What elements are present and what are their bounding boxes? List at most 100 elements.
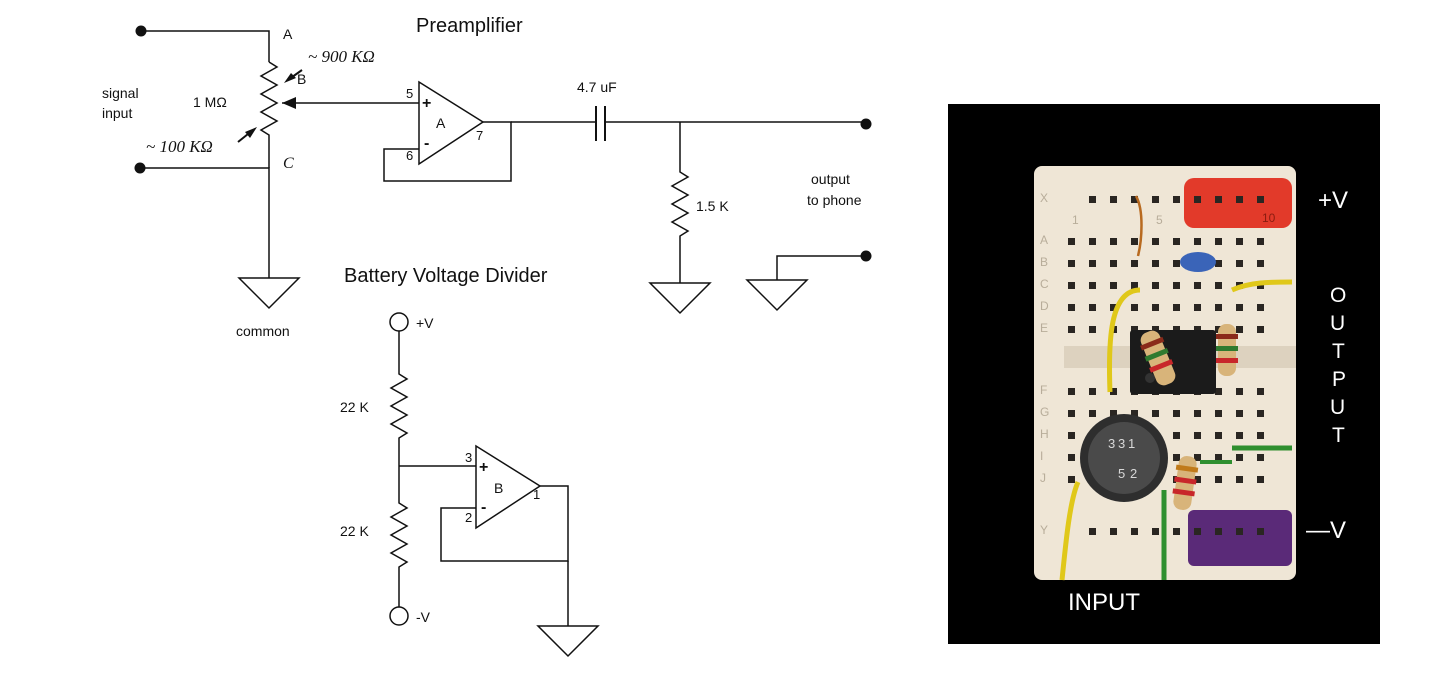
resistor-1 — [1140, 330, 1176, 386]
svg-text:1: 1 — [1128, 436, 1135, 451]
breadboard-photo: X A B C D E F G H I J Y 1 5 10 — [948, 104, 1380, 644]
output-terminal-top — [860, 118, 872, 130]
svg-text:3: 3 — [1108, 436, 1115, 451]
breadboard-hole — [1257, 410, 1264, 417]
resistor-2 — [1216, 324, 1238, 376]
row-letter-j: J — [1040, 471, 1046, 485]
photo-input-label: INPUT — [1068, 589, 1140, 616]
divider-resistors — [389, 331, 409, 607]
ground-output-icon — [745, 279, 809, 312]
svg-text:P: P — [1332, 368, 1346, 391]
opamp-b-pin2: 2 — [465, 510, 472, 525]
row-letter-f: F — [1040, 383, 1047, 397]
photo-vminus-label: —V — [1306, 517, 1346, 544]
breadboard-hole — [1194, 454, 1201, 461]
pot-value-label: 1 MΩ — [193, 94, 227, 110]
breadboard-hole — [1215, 196, 1222, 203]
resistor-1-5k-label: 1.5 K — [696, 198, 729, 214]
breadboard-hole — [1089, 304, 1096, 311]
breadboard-hole — [1152, 528, 1159, 535]
breadboard-hole — [1215, 238, 1222, 245]
breadboard-hole — [1215, 432, 1222, 439]
photo-vplus-label: +V — [1318, 187, 1348, 214]
breadboard-hole — [1110, 260, 1117, 267]
breadboard-hole — [1215, 528, 1222, 535]
signal-input-label-2: input — [102, 105, 132, 121]
breadboard-hole — [1257, 196, 1264, 203]
breadboard-hole — [1215, 476, 1222, 483]
signal-input-label-1: signal — [102, 85, 139, 101]
breadboard-hole — [1194, 282, 1201, 289]
breadboard-hole — [1173, 238, 1180, 245]
opamp-a-pin6: 6 — [406, 148, 413, 163]
opamp-b-plus: + — [479, 459, 488, 476]
blue-capacitor — [1180, 252, 1216, 272]
breadboard-hole — [1236, 260, 1243, 267]
breadboard-hole — [1068, 260, 1075, 267]
divider-r-bottom-label: 22 K — [340, 523, 369, 539]
yellow-wire-input — [1059, 480, 1081, 581]
breadboard-hole — [1068, 432, 1075, 439]
resistor-3 — [1172, 456, 1199, 510]
breadboard-hole — [1257, 528, 1264, 535]
breadboard-hole — [1257, 260, 1264, 267]
breadboard-hole — [1089, 528, 1096, 535]
breadboard-hole — [1236, 238, 1243, 245]
breadboard-hole — [1173, 528, 1180, 535]
breadboard-hole — [1089, 260, 1096, 267]
pot-terminal-a: A — [283, 26, 293, 42]
vplus-terminal — [389, 312, 409, 332]
breadboard-hole — [1068, 326, 1075, 333]
breadboard-hole — [1131, 326, 1138, 333]
resistor-1-5k — [670, 122, 690, 283]
ground-resistor-icon — [648, 282, 712, 315]
svg-text:2: 2 — [1130, 466, 1137, 481]
breadboard-hole — [1194, 238, 1201, 245]
breadboard-hole — [1089, 410, 1096, 417]
row-letter-h: H — [1040, 427, 1049, 441]
breadboard-hole — [1110, 196, 1117, 203]
wiper-arrow-icon — [282, 97, 296, 109]
breadboard-hole — [1152, 238, 1159, 245]
breadboard-hole — [1194, 326, 1201, 333]
breadboard-hole — [1152, 282, 1159, 289]
breadboard-hole — [1173, 410, 1180, 417]
photo-output-label: O U T P U T — [1330, 284, 1346, 447]
breadboard-hole — [1173, 326, 1180, 333]
preamp-title: Preamplifier — [416, 15, 523, 37]
ground-divider-icon — [536, 625, 600, 658]
breadboard-hole — [1131, 260, 1138, 267]
breadboard-hole — [1131, 528, 1138, 535]
breadboard-hole — [1089, 196, 1096, 203]
breadboard-hole — [1068, 388, 1075, 395]
potentiometer-1m — [259, 61, 279, 168]
preamplifier-schematic: Preamplifier A B C 1 MΩ ~ 900 KΩ ~ 100 K… — [102, 15, 872, 339]
breadboard-hole — [1173, 260, 1180, 267]
copper-jumper — [1134, 195, 1143, 257]
common-label: common — [236, 323, 290, 339]
svg-text:3: 3 — [1118, 436, 1125, 451]
breadboard-hole — [1194, 528, 1201, 535]
yellow-wire-top — [1106, 287, 1141, 393]
opamp-b-pin1: 1 — [533, 487, 540, 502]
breadboard-hole — [1236, 326, 1243, 333]
breadboard-hole — [1236, 476, 1243, 483]
capacitor-label: 4.7 uF — [577, 79, 617, 95]
opamp-b-triangle — [475, 444, 542, 530]
col-number-1: 1 — [1072, 213, 1079, 227]
breadboard-hole — [1068, 476, 1075, 483]
output-label-2: to phone — [807, 192, 862, 208]
yellow-wire-output — [1230, 279, 1293, 293]
breadboard-hole — [1131, 238, 1138, 245]
row-letter-b: B — [1040, 255, 1048, 269]
breadboard-hole — [1131, 282, 1138, 289]
breadboard-hole — [1068, 410, 1075, 417]
breadboard-hole — [1068, 454, 1075, 461]
vplus-label: +V — [416, 315, 434, 331]
breadboard-hole — [1215, 304, 1222, 311]
breadboard-hole — [1236, 432, 1243, 439]
breadboard-hole — [1110, 238, 1117, 245]
breadboard-hole — [1236, 196, 1243, 203]
divider-title: Battery Voltage Divider — [344, 265, 548, 287]
